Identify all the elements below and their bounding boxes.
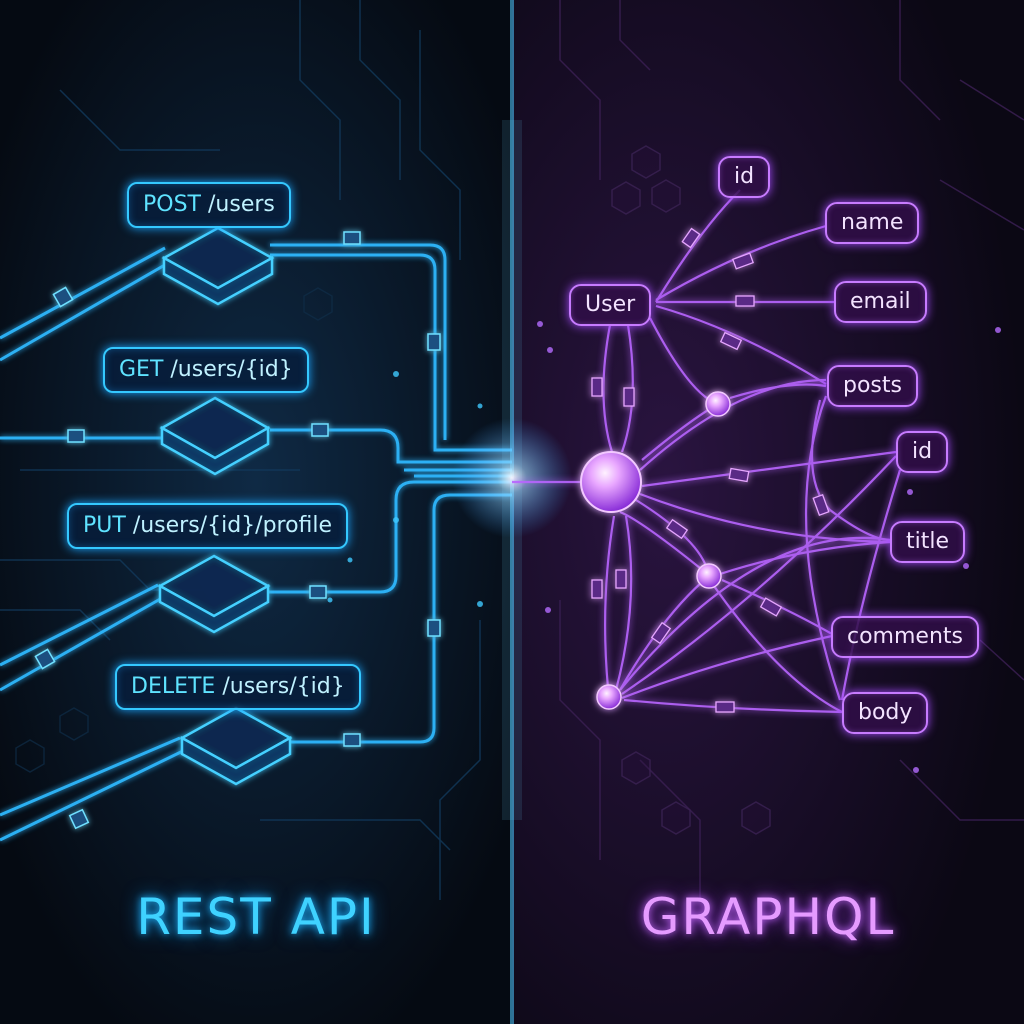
packet-icon (731, 252, 755, 270)
http-method: POST (143, 192, 201, 217)
endpoint-path: /users/{id} (170, 357, 293, 382)
graphql-join-node (705, 391, 731, 417)
packet-icon (759, 597, 783, 617)
graphql-field-email[interactable]: email (834, 281, 927, 323)
graphql-join-node (696, 563, 722, 589)
endpoint-put-profile[interactable]: PUT /users/{id}/profile (67, 503, 349, 549)
packet-icon (343, 231, 361, 245)
decorative-dots (327, 371, 483, 607)
graphql-field-id[interactable]: id (718, 156, 771, 198)
packet-icon (715, 701, 735, 713)
graphql-edge-packets (591, 227, 830, 713)
graphql-central-hub (580, 451, 642, 513)
packet-icon (650, 621, 672, 645)
packet-icon (68, 808, 90, 830)
endpoint-post-users[interactable]: POST /users (127, 182, 291, 228)
graphql-root-node-user[interactable]: User (569, 284, 652, 326)
packet-icon (812, 493, 830, 517)
graphql-join-node (596, 684, 622, 710)
endpoint-path: /users/{id}/profile (132, 513, 333, 538)
graphql-field-post-id[interactable]: id (896, 431, 949, 473)
server-icon-get (159, 396, 271, 476)
graphql-field-comments[interactable]: comments (831, 616, 979, 658)
packet-icon (735, 295, 755, 307)
http-method: DELETE (131, 674, 216, 699)
endpoint-path: /users (208, 192, 275, 217)
server-icon-put (157, 554, 271, 634)
packet-icon (52, 286, 74, 308)
packet-icon (427, 619, 441, 637)
graphql-title: GRAPHQL (640, 888, 896, 946)
server-icon-delete (179, 706, 293, 786)
graphql-edges (512, 189, 902, 714)
packet-icon (67, 429, 85, 443)
endpoint-delete-user[interactable]: DELETE /users/{id} (115, 664, 361, 710)
http-method: GET (119, 357, 164, 382)
rest-data-packets (34, 231, 441, 830)
packet-icon (681, 227, 701, 249)
packet-icon (427, 333, 441, 351)
graphql-field-posts[interactable]: posts (827, 365, 918, 407)
packet-icon (665, 518, 689, 540)
packet-icon (728, 467, 750, 483)
packet-icon (591, 377, 603, 397)
rest-server-icons (157, 226, 293, 786)
graphql-field-title[interactable]: title (890, 521, 966, 563)
graphql-field-name[interactable]: name (825, 202, 920, 244)
decorative-dots (537, 321, 1001, 773)
endpoint-get-user[interactable]: GET /users/{id} (103, 347, 309, 393)
rest-hexagons (15, 287, 333, 773)
endpoint-path: /users/{id} (222, 674, 345, 699)
http-method: PUT (83, 513, 126, 538)
graphql-hub-nodes (580, 391, 731, 710)
packet-icon (623, 387, 635, 407)
rest-api-title: REST API (136, 888, 376, 946)
graphql-field-body[interactable]: body (842, 692, 929, 734)
packet-icon (34, 648, 56, 670)
server-icon-post (161, 226, 275, 306)
packet-icon (591, 579, 603, 599)
center-flare (452, 418, 572, 538)
packet-icon (615, 569, 627, 589)
packet-icon (311, 423, 329, 437)
graphql-background (512, 0, 1024, 1024)
packet-icon (343, 733, 361, 747)
rest-connection-lines (0, 243, 512, 842)
packet-icon (719, 331, 743, 351)
graphql-hexagons (611, 145, 771, 835)
packet-icon (309, 585, 327, 599)
graphql-circuit-traces (559, 0, 1024, 900)
